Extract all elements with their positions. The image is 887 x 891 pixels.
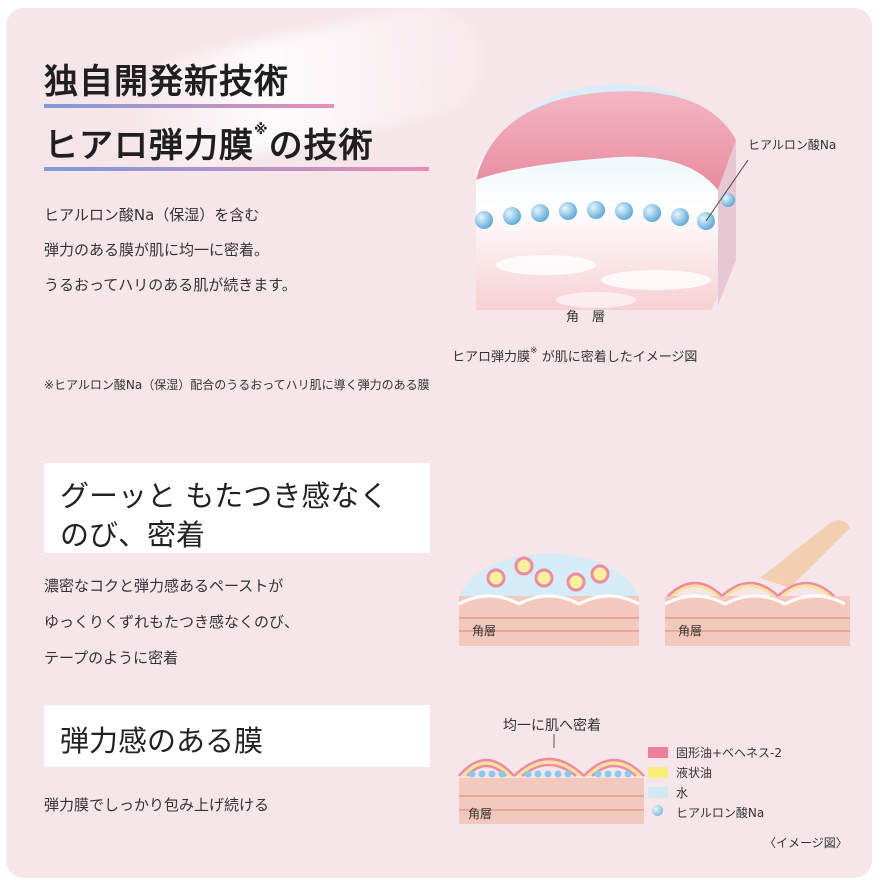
intro-footnote: ※ヒアルロン酸Na（保湿）配合のうるおってハリ肌に導く弾力のある膜 [44, 378, 430, 392]
paste-spread-diagram-before [458, 553, 640, 646]
heading-underline-2 [44, 167, 429, 171]
label-stratum-corneum-bottom: 角層 [468, 807, 493, 821]
label-stratum-corneum-left: 角層 [472, 624, 497, 638]
legend-swatch-water [648, 787, 668, 798]
heading-note-mark: ※ [254, 122, 269, 138]
section2-title-box [44, 705, 430, 767]
section1-line-2: ゆっくりくずれもたつき感なくのび、 [44, 613, 300, 631]
section1-line-3: テープのように密着 [44, 649, 179, 667]
intro-line-1: ヒアルロン酸Na（保湿）を含む [44, 206, 260, 224]
heading-underline-1 [44, 104, 334, 108]
heading-line-2-main: ヒアロ弾力膜 [44, 126, 254, 166]
legend-label-hyaluronic: ヒアルロン酸Na [676, 806, 765, 820]
label-hyaluronic-na: ヒアルロン酸Na [748, 138, 837, 152]
label-uniform-adhesion: 均一に肌へ密着 [503, 718, 601, 734]
legend-swatch-solid-oil [648, 747, 668, 758]
heading-line-1: 独自開発新技術 [44, 62, 289, 102]
section1-title-box [44, 463, 430, 553]
section1-line-1: 濃密なコクと弾力感あるペーストが [44, 577, 284, 595]
label-stratum-corneum-top: 角 層 [566, 310, 606, 325]
legend-label-solid-oil: 固形油+ベヘネス-2 [676, 746, 783, 760]
legend-swatch-liquid-oil [648, 767, 668, 778]
intro-line-2: 弾力のある膜が肌に均一に密着。 [44, 241, 270, 259]
legend-label-liquid-oil: 液状油 [676, 766, 713, 780]
section2-line: 弾力膜でしっかり包み上げ続ける [44, 796, 270, 814]
legend-label-water: 水 [676, 786, 689, 800]
section1-title-line-2: のび、密着 [60, 518, 206, 552]
heading-line-2-suffix: の技術 [268, 126, 374, 166]
legend-swatch-hyaluronic [652, 805, 663, 816]
skin-film-illustration [475, 84, 749, 310]
section2-title: 弾力感のある膜 [60, 724, 264, 758]
illustration-caption: ヒアロ弾力膜※ が肌に密着したイメージ図 [452, 346, 697, 365]
paste-spread-diagram-after [664, 520, 850, 646]
caption-suffix: が肌に密着したイメージ図 [537, 350, 698, 365]
label-stratum-corneum-right: 角層 [678, 624, 703, 638]
caption-mark: ※ [530, 346, 538, 356]
image-note: 〈イメージ図〉 [764, 836, 848, 850]
section1-title-line-1: グーッと もたつき感なく [60, 479, 389, 513]
caption-prefix: ヒアロ弾力膜 [452, 350, 531, 365]
elastic-film-diagram [458, 734, 645, 824]
content-card: 独自開発新技術 ヒアロ弾力膜※の技術 ヒアルロン酸Na（保湿）を含む 弾力のある… [6, 8, 872, 878]
heading-line-2: ヒアロ弾力膜※の技術 [44, 118, 374, 167]
intro-line-3: うるおってハリのある肌が続きます。 [44, 276, 297, 294]
